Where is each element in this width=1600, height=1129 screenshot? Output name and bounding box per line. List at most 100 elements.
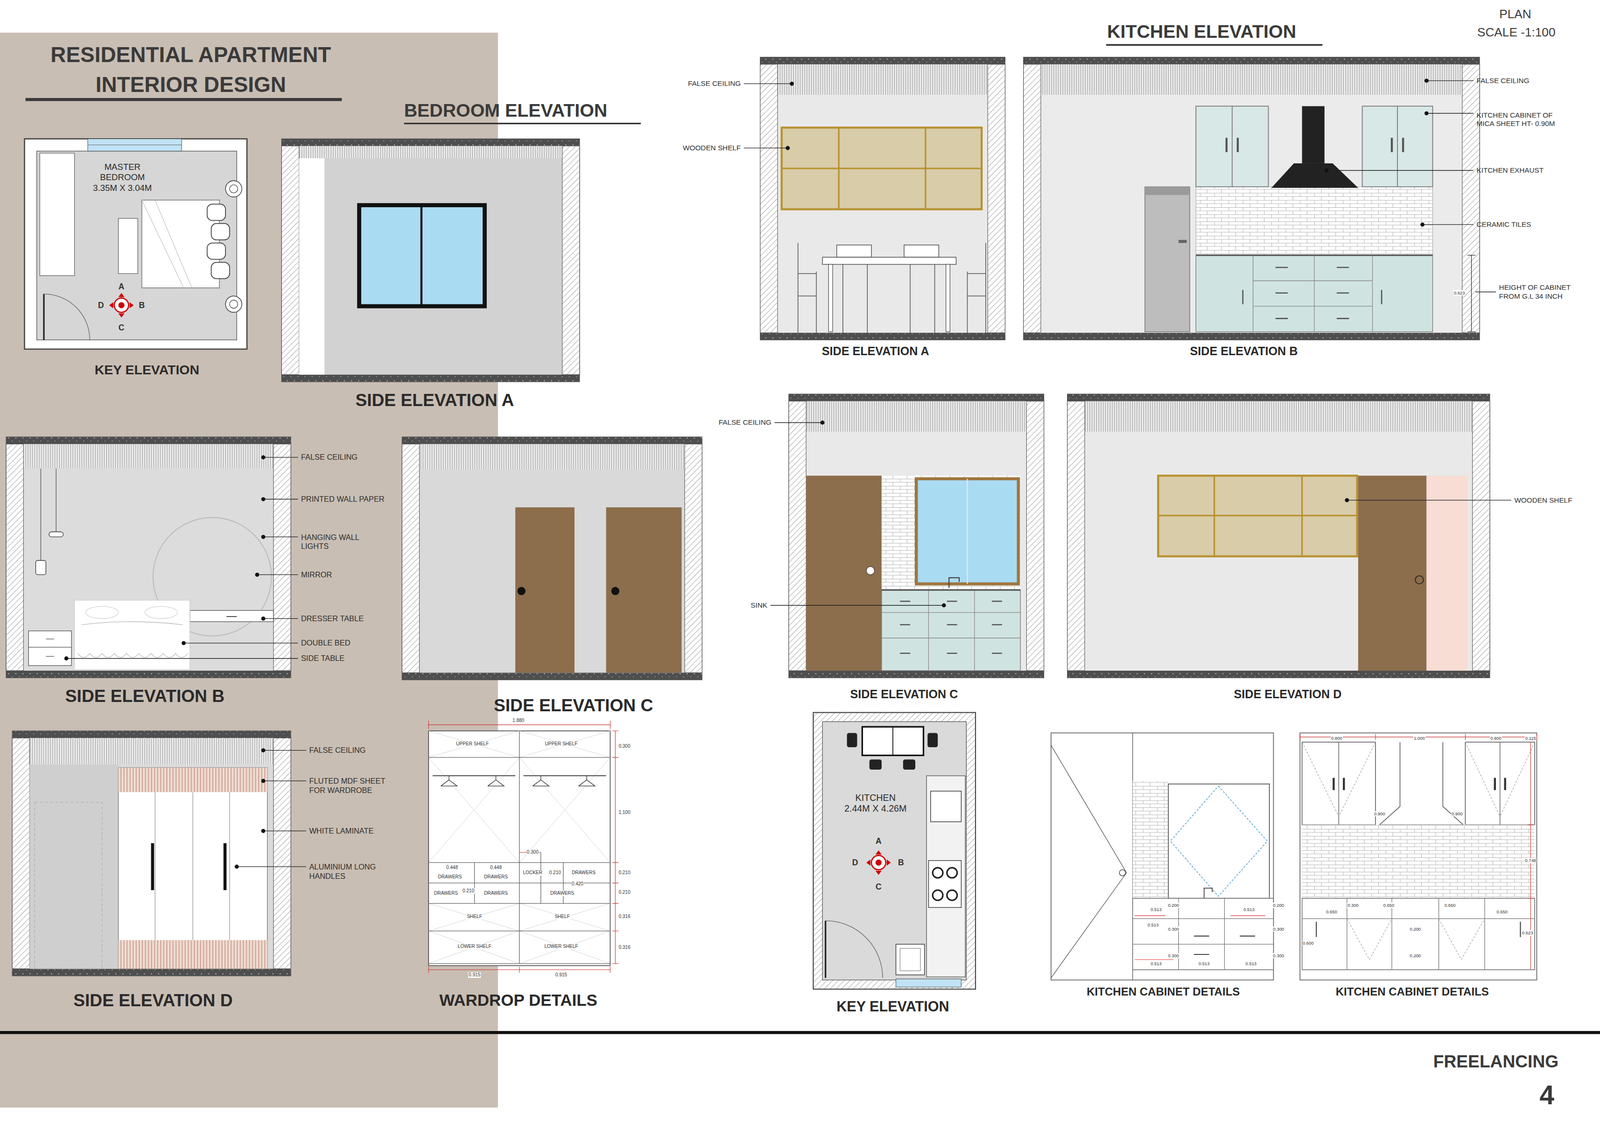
leader-dot [64, 656, 69, 661]
dimension-text: 0.300 [617, 743, 631, 750]
dimension-text: 0.915 [468, 972, 481, 978]
wall-frame [281, 374, 580, 382]
shelf-and-door [1157, 475, 1357, 557]
callout-label: HANGING WALL LIGHTS [301, 533, 373, 552]
bedroom-plan [225, 180, 242, 197]
leader-dot [261, 534, 266, 540]
kitchen-run [1225, 137, 1228, 153]
bedroom-furniture [85, 606, 119, 619]
cabinet-detail [1168, 784, 1270, 899]
dimension-text: 1.000 [1413, 735, 1425, 741]
kitchen-run [1178, 239, 1187, 244]
panel-caption: KITCHEN CABINET DETAILS [1335, 985, 1489, 999]
wall-frame [562, 146, 580, 375]
cabinet-detail [1299, 734, 1537, 970]
cabinet-detail [1051, 732, 1274, 980]
wall-frame [6, 436, 291, 678]
panel-caption: SIDE ELEVATION B [65, 685, 225, 707]
leader-dot [261, 616, 266, 621]
callout-label: WOODEN SHELF [1514, 496, 1572, 505]
wall-frame [1067, 401, 1085, 671]
dimension-text: 0.300 [1167, 953, 1179, 959]
shelf-and-dining [781, 127, 986, 333]
wall-frame [760, 56, 1006, 64]
kitchen-plan [928, 860, 962, 908]
cabinet-detail [1170, 785, 1268, 897]
shelf-and-door [1426, 475, 1467, 671]
kitchen-plan [927, 732, 938, 748]
panel-caption: SIDE ELEVATION A [821, 343, 930, 358]
wall-frame [419, 469, 685, 673]
sink-wall [916, 478, 1019, 584]
wardrobe-detail [428, 720, 619, 973]
wall-frame [281, 138, 580, 146]
kitchen-run [1396, 105, 1398, 187]
door-elevation [606, 507, 682, 673]
sheet-background [0, 1031, 1600, 1035]
callout-label: CERAMIC TILES [1476, 220, 1532, 229]
wall-frame [12, 968, 291, 976]
wall-frame [29, 737, 274, 765]
wall-frame [806, 401, 1027, 433]
sheet-heading: BEDROOM ELEVATION [404, 99, 608, 122]
kitchen-run [1144, 186, 1190, 332]
shelf-and-dining [828, 264, 833, 332]
leader-dot [234, 864, 239, 870]
wall-frame [29, 764, 274, 969]
drawing-panel: MASTER BEDROOM 3.35M X 3.04MKEY ELEVATIO… [24, 139, 248, 350]
dimension-text: 0.300 [1347, 902, 1359, 908]
cabinet-detail [1347, 918, 1485, 960]
bedroom-furniture [74, 600, 190, 670]
dimension-text: 0.300 [1272, 926, 1285, 932]
dimension-text: 0.513 [1150, 961, 1162, 967]
wall-frame [1026, 401, 1044, 671]
wall-frame [788, 393, 1045, 401]
kitchen-plan [862, 726, 924, 756]
sheet-heading: FREELANCING [1433, 1051, 1559, 1073]
wall-frame [777, 64, 988, 96]
leader-dot [941, 603, 947, 608]
shelf-and-door [1157, 475, 1467, 671]
dimension-text: 0.650 [1444, 902, 1456, 908]
leader-dot [820, 420, 825, 425]
panel-caption: SIDE ELEVATION A [355, 389, 514, 411]
wall-frame [6, 436, 291, 678]
cabinet-detail [1338, 742, 1500, 825]
kitchen-run [1362, 105, 1433, 187]
panel-caption: KITCHEN CABINET DETAILS [1086, 985, 1240, 999]
callout-label: PRINTED WALL PAPER [301, 494, 385, 505]
dimension-text: 0.316 [617, 913, 631, 920]
drawing-panel: SIDE ELEVATION C [788, 393, 1045, 678]
bedroom-plan [211, 223, 230, 240]
kitchen-run [1271, 163, 1359, 188]
wardrobe-elevation [118, 940, 268, 969]
callout-label: D [852, 857, 859, 868]
kitchen-plan [825, 920, 883, 978]
bedroom-plan [118, 218, 139, 274]
drawing-panel: SIDE ELEVATION A [760, 57, 1006, 341]
sheet-background [1106, 44, 1323, 46]
bedroom-plan [87, 138, 182, 151]
callout-label: FALSE CEILING [1476, 76, 1530, 85]
dimension-text: LOWER SHELF [457, 943, 492, 950]
dimension-text: 0.900 [1373, 811, 1386, 817]
callout-label: MIRROR [301, 570, 332, 580]
kitchen-run [1390, 137, 1393, 153]
window-elevation [420, 205, 423, 307]
bedroom-plan [42, 294, 45, 340]
wall-frame [1023, 64, 1041, 333]
sheet-background [25, 98, 343, 102]
drawing-panel: WARDROP DETAILS [428, 730, 611, 966]
wall-frame [1067, 670, 1490, 678]
wall-frame [1040, 94, 1463, 333]
cabinet-detail [1302, 898, 1535, 970]
wall-frame [1472, 401, 1490, 671]
dimension-text: DRAWERS [483, 890, 509, 897]
drawing-panel: SIDE ELEVATION A [281, 139, 580, 383]
bedroom-plan [207, 243, 226, 260]
door-elevation [611, 587, 620, 596]
leader-dot [1324, 168, 1329, 173]
sheet-heading: 4 [1539, 1079, 1555, 1112]
kitchen-plan [824, 920, 827, 978]
cabinet-detail [1316, 921, 1521, 938]
